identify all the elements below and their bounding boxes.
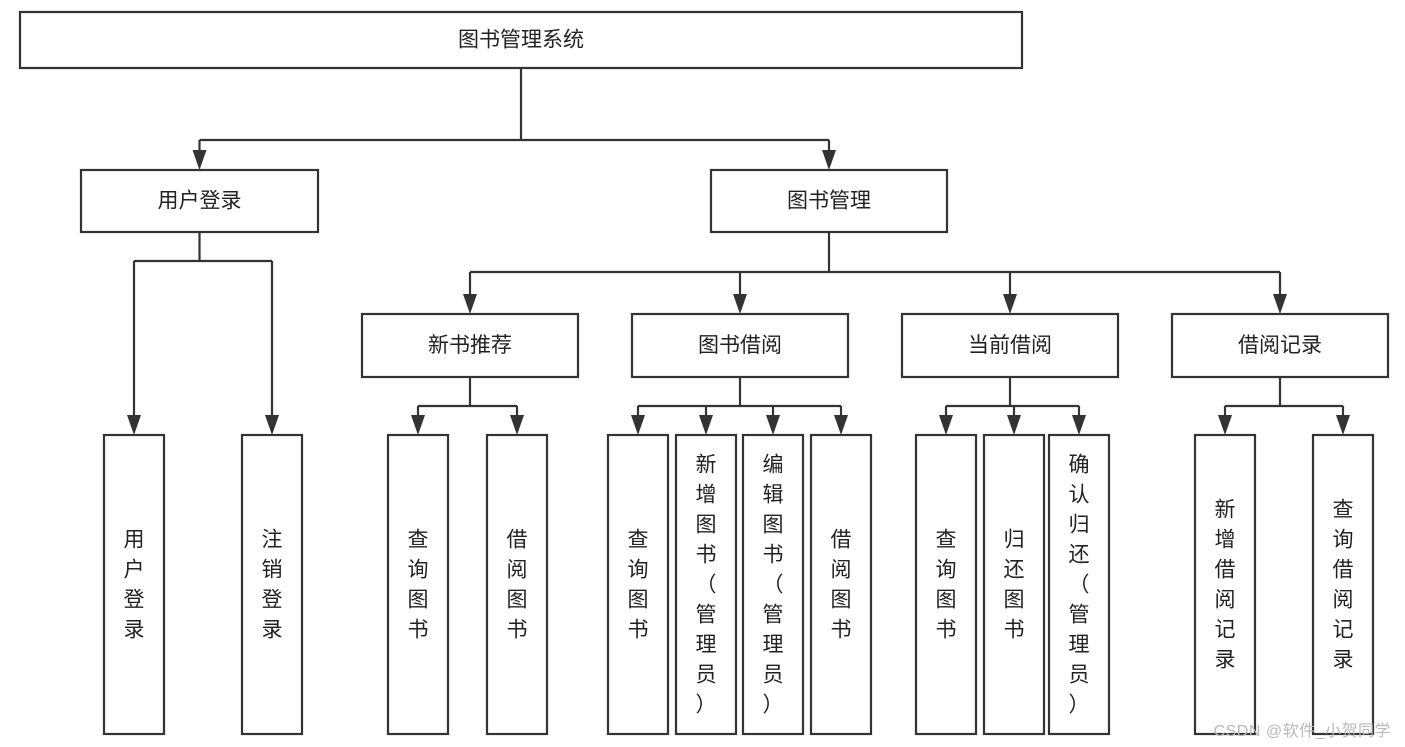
node-leaf-10-确认归还管理员-label: 确认归还（管理员） xyxy=(1069,454,1090,717)
node-l3-新书推荐[interactable]: 新书推荐 xyxy=(360,312,580,379)
node-leaf-2-查询图书[interactable]: 查询图书 xyxy=(386,433,450,736)
arrow-head-icon xyxy=(463,294,477,314)
arrow-head-icon xyxy=(834,415,848,435)
node-leaf-9-归还图书-label: 归还图书 xyxy=(1004,529,1025,642)
node-root-图书管理系统-box[interactable] xyxy=(18,10,1024,70)
node-l3-当前借阅-box[interactable] xyxy=(900,312,1120,379)
arrow-head-icon xyxy=(1007,415,1021,435)
node-leaf-7-借阅图书-label: 借阅图书 xyxy=(831,529,852,642)
node-leaf-12-查询借阅记录[interactable]: 查询借阅记录 xyxy=(1311,433,1375,736)
node-leaf-10-确认归还管理员[interactable]: 确认归还（管理员） xyxy=(1047,433,1111,736)
node-leaf-1-注销登录-label: 注销登录 xyxy=(262,529,283,642)
node-l3-借阅记录-label: 借阅记录 xyxy=(1238,334,1322,357)
node-leaf-2-查询图书-box[interactable] xyxy=(386,433,450,736)
arrow-head-icon xyxy=(1003,294,1017,314)
node-leaf-9-归还图书-box[interactable] xyxy=(982,433,1046,736)
node-leaf-6-编辑图书管理员-label: 编辑图书（管理员） xyxy=(763,454,784,717)
node-leaf-1-注销登录-box[interactable] xyxy=(240,433,304,736)
node-leaf-0-用户登录-label: 用户登录 xyxy=(124,529,145,642)
node-l3-新书推荐-label: 新书推荐 xyxy=(428,334,512,357)
node-l2-图书管理-label: 图书管理 xyxy=(787,190,871,213)
node-leaf-7-借阅图书-box[interactable] xyxy=(809,433,873,736)
node-l3-图书借阅-box[interactable] xyxy=(630,312,850,379)
node-leaf-11-新增借阅记录-box[interactable] xyxy=(1193,433,1257,736)
arrow-head-icon xyxy=(1072,415,1086,435)
node-l3-新书推荐-box[interactable] xyxy=(360,312,580,379)
node-l2-用户登录-box[interactable] xyxy=(79,168,320,234)
node-leaf-5-新增图书管理员[interactable]: 新增图书（管理员） xyxy=(674,433,738,736)
node-leaf-0-用户登录-box[interactable] xyxy=(102,433,166,736)
node-l2-用户登录[interactable]: 用户登录 xyxy=(79,168,320,234)
arrow-head-icon xyxy=(766,415,780,435)
arrow-head-icon xyxy=(265,415,279,435)
node-root-图书管理系统-label: 图书管理系统 xyxy=(458,29,584,52)
arrow-head-icon xyxy=(631,415,645,435)
arrow-head-icon xyxy=(510,415,524,435)
node-root-图书管理系统[interactable]: 图书管理系统 xyxy=(18,10,1024,70)
node-l2-图书管理-box[interactable] xyxy=(709,168,949,234)
node-leaf-10-确认归还管理员-box[interactable] xyxy=(1047,433,1111,736)
node-l3-图书借阅-label: 图书借阅 xyxy=(698,334,782,357)
node-leaf-3-借阅图书-label: 借阅图书 xyxy=(507,529,528,642)
arrow-head-icon xyxy=(1218,415,1232,435)
node-leaf-5-新增图书管理员-box[interactable] xyxy=(674,433,738,736)
node-leaf-8-查询图书[interactable]: 查询图书 xyxy=(914,433,978,736)
node-leaf-3-借阅图书-box[interactable] xyxy=(485,433,549,736)
node-l3-图书借阅[interactable]: 图书借阅 xyxy=(630,312,850,379)
nodes-layer: 图书管理系统用户登录图书管理新书推荐图书借阅当前借阅借阅记录用户登录注销登录查询… xyxy=(18,10,1390,736)
arrow-head-icon xyxy=(733,294,747,314)
node-leaf-11-新增借阅记录[interactable]: 新增借阅记录 xyxy=(1193,433,1257,736)
node-l3-借阅记录-box[interactable] xyxy=(1170,312,1390,379)
arrow-head-icon xyxy=(127,415,141,435)
arrow-head-icon xyxy=(822,150,836,170)
node-leaf-4-查询图书-box[interactable] xyxy=(606,433,670,736)
arrow-head-icon xyxy=(1273,294,1287,314)
node-leaf-11-新增借阅记录-label: 新增借阅记录 xyxy=(1215,499,1236,672)
node-leaf-8-查询图书-label: 查询图书 xyxy=(936,529,957,642)
node-leaf-9-归还图书[interactable]: 归还图书 xyxy=(982,433,1046,736)
arrow-head-icon xyxy=(1336,415,1350,435)
node-leaf-0-用户登录[interactable]: 用户登录 xyxy=(102,433,166,736)
connectors-layer xyxy=(127,68,1350,435)
node-leaf-1-注销登录[interactable]: 注销登录 xyxy=(240,433,304,736)
node-leaf-4-查询图书-label: 查询图书 xyxy=(628,529,649,642)
node-l3-当前借阅-label: 当前借阅 xyxy=(968,334,1052,357)
node-leaf-4-查询图书[interactable]: 查询图书 xyxy=(606,433,670,736)
arrow-head-icon xyxy=(411,415,425,435)
arrow-head-icon xyxy=(939,415,953,435)
node-leaf-8-查询图书-box[interactable] xyxy=(914,433,978,736)
node-l3-借阅记录[interactable]: 借阅记录 xyxy=(1170,312,1390,379)
node-leaf-6-编辑图书管理员-box[interactable] xyxy=(741,433,805,736)
node-leaf-5-新增图书管理员-label: 新增图书（管理员） xyxy=(696,454,717,717)
node-leaf-6-编辑图书管理员[interactable]: 编辑图书（管理员） xyxy=(741,433,805,736)
node-leaf-7-借阅图书[interactable]: 借阅图书 xyxy=(809,433,873,736)
node-leaf-3-借阅图书[interactable]: 借阅图书 xyxy=(485,433,549,736)
node-l2-用户登录-label: 用户登录 xyxy=(158,190,242,213)
node-l3-当前借阅[interactable]: 当前借阅 xyxy=(900,312,1120,379)
node-leaf-2-查询图书-label: 查询图书 xyxy=(408,529,429,642)
arrow-head-icon xyxy=(699,415,713,435)
node-l2-图书管理[interactable]: 图书管理 xyxy=(709,168,949,234)
node-leaf-12-查询借阅记录-box[interactable] xyxy=(1311,433,1375,736)
node-leaf-12-查询借阅记录-label: 查询借阅记录 xyxy=(1333,499,1354,672)
arrow-head-icon xyxy=(192,150,207,170)
